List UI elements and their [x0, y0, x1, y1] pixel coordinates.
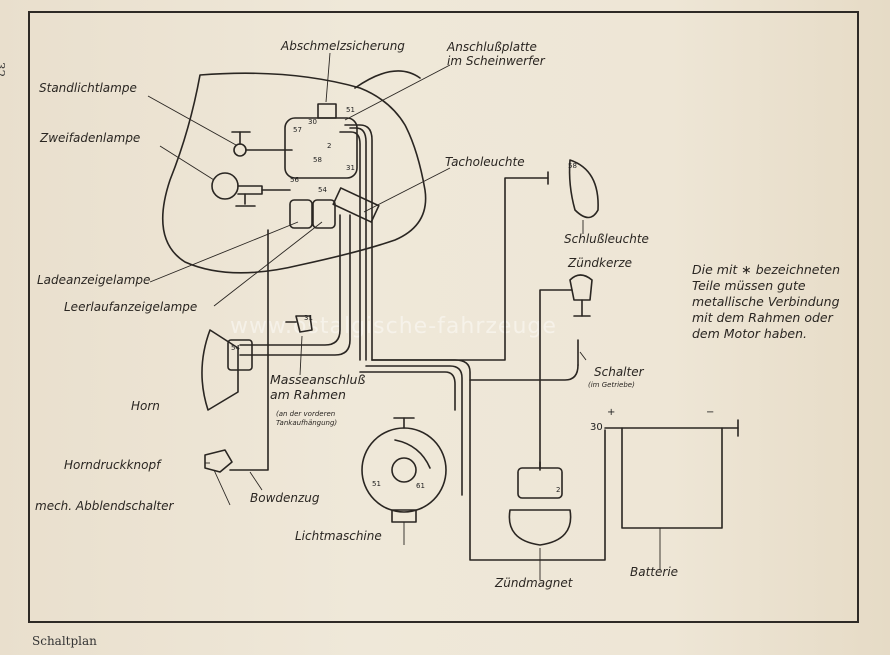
label-lichtmaschine: Lichtmaschine — [295, 529, 382, 543]
horn-terminal-54: 54 — [231, 344, 240, 352]
label-ladeanzeigelampe: Ladeanzeigelampe — [37, 273, 151, 287]
label-abschmelzsicherung: Abschmelzsicherung — [281, 39, 405, 53]
horn-body — [201, 329, 239, 411]
label-batterie: Batterie — [630, 565, 679, 579]
label-horndruckknopf: Horndruckknopf — [64, 458, 161, 472]
zm-terminal-2: 2 — [556, 486, 560, 494]
label-note: Die mit ∗ bezeichneten Teile müssen gute… — [692, 262, 841, 341]
terminal-57: 57 — [293, 126, 302, 134]
label-masseanschluss-sub: (an der vorderen Tankaufhängung) — [276, 410, 338, 427]
batt-plus: + — [607, 407, 615, 418]
lm-terminal-51: 51 — [372, 480, 381, 488]
label-zuendkerze: Zündkerze — [568, 256, 632, 270]
label-schalter-sub: (im Getriebe) — [588, 381, 635, 389]
horndruckknopf — [204, 449, 233, 473]
zweifaden-bulb — [211, 172, 239, 200]
zuendkerze-body — [569, 274, 593, 301]
label-zweifadenlampe: Zweifadenlampe — [40, 131, 141, 145]
label-leerlaufanzeigelampe: Leerlaufanzeigelampe — [64, 300, 198, 314]
terminal-56: 56 — [290, 176, 299, 184]
lm-terminal-61: 61 — [416, 482, 425, 490]
batterie — [621, 427, 723, 529]
label-horn: Horn — [131, 399, 160, 413]
batt-30: 30 — [590, 422, 603, 433]
label-zuendmagnet: Zündmagnet — [495, 576, 573, 590]
fuse — [317, 103, 337, 119]
terminal-31: 31 — [346, 164, 355, 172]
mass-terminal-31: 31 — [304, 314, 313, 322]
leerlaufanzeigelampe-socket — [312, 199, 336, 229]
sl-terminal-58: 58 — [568, 162, 577, 170]
ladeanzeigelampe-socket — [289, 199, 313, 229]
tacho-housing — [354, 70, 421, 89]
label-standlichtlampe: Standlichtlampe — [39, 81, 137, 95]
label-anschlussplatte: Anschlußplatte im Scheinwerfer — [447, 40, 545, 68]
wire-harness — [344, 124, 373, 361]
label-abblendschalter: mech. Abblendschalter — [35, 499, 174, 513]
label-schlussleuchte: Schlußleuchte — [564, 232, 649, 246]
label-schalter: Schalter — [594, 365, 644, 379]
label-tacholeuchte: Tacholeuchte — [445, 155, 525, 169]
lichtmaschine — [361, 427, 447, 513]
schlussleuchte-body — [568, 159, 599, 219]
standlicht-bulb — [233, 143, 247, 157]
terminal-54: 54 — [318, 186, 327, 194]
terminal-51: 51 — [346, 106, 355, 114]
batt-minus: − — [706, 407, 714, 418]
label-bowdenzug: Bowdenzug — [250, 491, 320, 505]
terminal-58: 58 — [313, 156, 322, 164]
terminal-30: 30 — [308, 118, 317, 126]
watermark: www.ostalgische-fahrzeuge — [230, 314, 557, 339]
diagram-frame — [28, 11, 859, 623]
label-masseanschluss: Masseanschluß am Rahmen — [270, 372, 366, 402]
terminal-2: 2 — [327, 142, 331, 150]
caption: Schaltplan — [32, 634, 97, 648]
headlamp-housing — [162, 72, 427, 274]
